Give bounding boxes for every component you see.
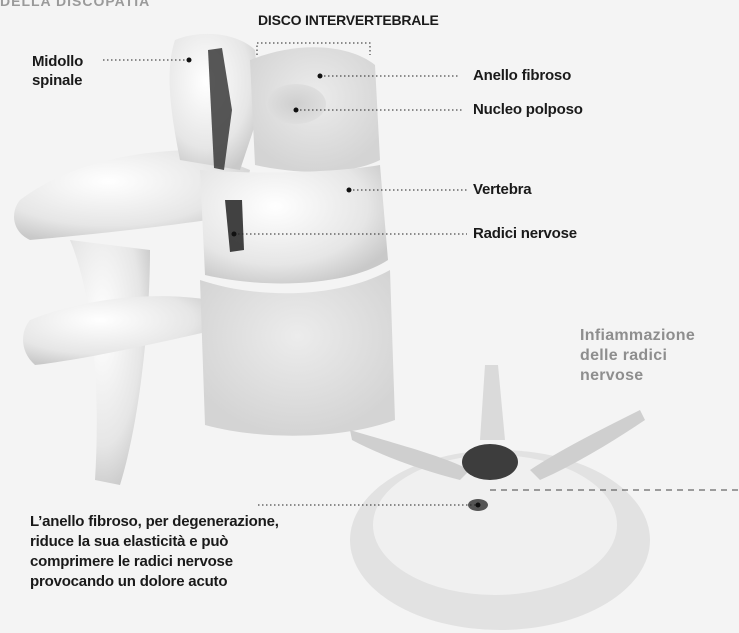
dot-caption [476,503,481,508]
caption-text: L’anello fibroso, per degenerazione, rid… [30,512,300,592]
label-nucleus: Nucleo polposo [473,100,583,119]
inflammation-line3: nervose [580,366,695,386]
spinous-process-top [480,365,505,440]
label-nerve-roots: Radici nervose [473,224,577,243]
cut-title: DELLA DISCOPATIA [0,0,150,11]
dot-vertebra [347,188,352,193]
label-annulus: Anello fibroso [473,66,571,85]
vertebral-body-base [200,270,395,436]
dot-spinal-cord [187,58,192,63]
label-spinal-cord-line2: spinale [32,71,83,90]
label-vertebra: Vertebra [473,180,531,199]
dot-annulus [318,74,323,79]
spinous-process [70,240,150,485]
inflammation-line2: delle radici [580,346,695,366]
label-spinal-cord-line1: Midollo [32,52,83,71]
spinal-canal [462,444,518,480]
inflammation-line1: Infiammazione [580,326,695,346]
disk-heading: DISCO INTERVERTEBRALE [258,11,439,30]
vertebra-illustration [14,34,395,485]
dot-nucleus [294,108,299,113]
cross-section-illustration [350,365,650,630]
dot-nerve-roots [232,232,237,237]
inflammation-label: Infiammazione delle radici nervose [580,326,695,386]
nucleus-pulposus [266,84,326,124]
label-spinal-cord: Midollo spinale [32,52,83,90]
